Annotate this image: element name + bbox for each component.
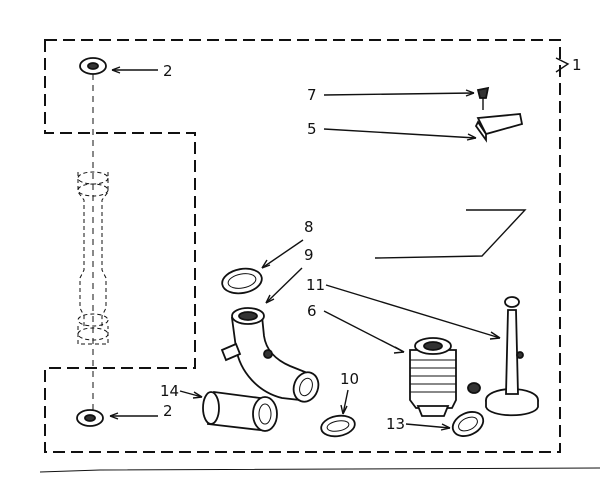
- callout-label-2-bottom: 2: [163, 402, 173, 420]
- callout-10: 10: [340, 370, 359, 415]
- callout-13: 13: [386, 415, 451, 433]
- gasket: [451, 411, 485, 437]
- hose-segment: [77, 171, 109, 345]
- threaded-nut: [409, 337, 457, 417]
- callout-label-11: 11: [306, 276, 325, 294]
- scan-edge-line: [39, 467, 601, 473]
- callout-label-5: 5: [307, 120, 317, 138]
- callout-label-8: 8: [304, 218, 314, 236]
- washer-bottom: [76, 409, 104, 427]
- callout-1: 1: [555, 56, 582, 74]
- callout-label-14: 14: [160, 382, 179, 400]
- bracket: [474, 113, 524, 143]
- elbow-fitting: [220, 307, 320, 403]
- callout-label-10: 10: [340, 370, 359, 388]
- callout-6: 6: [307, 302, 405, 354]
- callout-9: 9: [265, 246, 314, 304]
- plug: [467, 382, 481, 394]
- washer-top: [79, 57, 107, 75]
- callout-7: 7: [307, 86, 475, 104]
- callout-11: 11: [306, 276, 501, 340]
- callout-label-1: 1: [572, 56, 582, 74]
- small-ring: [320, 414, 356, 438]
- callout-2-bottom: 2: [109, 402, 173, 420]
- hose-coupler: [202, 390, 278, 432]
- valve-stem: [485, 296, 539, 417]
- callout-label-13: 13: [386, 415, 405, 433]
- screw: [476, 86, 490, 110]
- callout-label-9: 9: [304, 246, 314, 264]
- callout-2-top: 2: [111, 62, 173, 80]
- assembly-boundary: [44, 39, 561, 453]
- callout-8: 8: [261, 218, 314, 269]
- seal-ring: [221, 267, 263, 295]
- callout-14: 14: [160, 382, 203, 400]
- callout-label-2-top: 2: [163, 62, 173, 80]
- indicator-leader: [374, 209, 527, 259]
- callout-label-6: 6: [307, 302, 317, 320]
- callout-5: 5: [307, 120, 477, 141]
- callout-label-7: 7: [307, 86, 317, 104]
